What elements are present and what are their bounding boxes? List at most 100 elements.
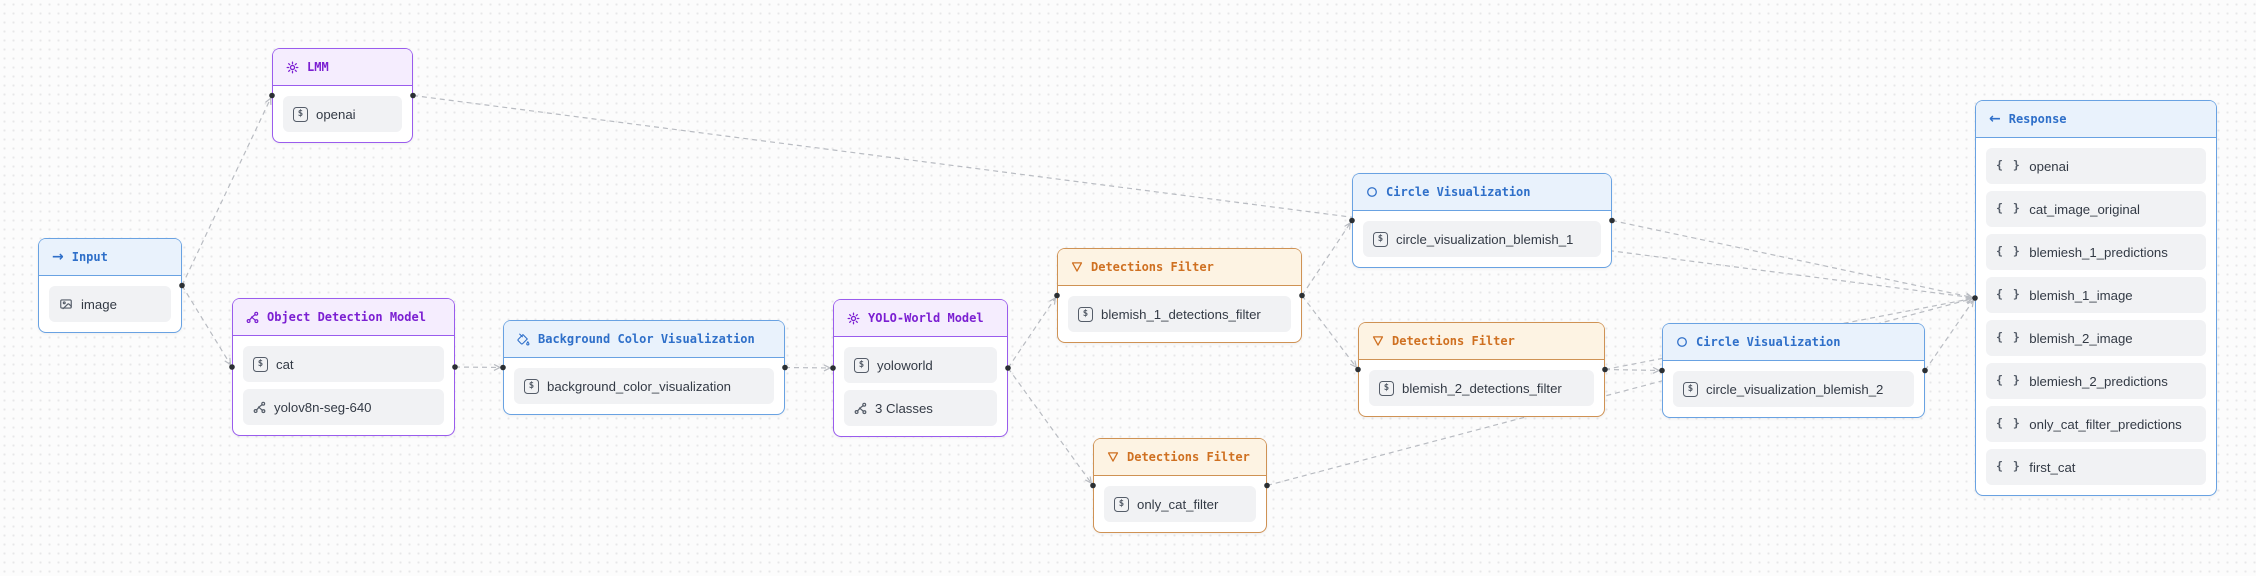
node-response[interactable]: ← Response { } openai { } cat_image_orig… [1975,100,2217,496]
item-label: blemiesh_1_predictions [2029,244,2168,260]
item-label: only_cat_filter_predictions [2029,416,2182,432]
node-df1-header: Detections Filter [1058,249,1301,286]
item-cat[interactable]: $ cat [243,346,444,382]
item-blemish-2-detections-filter[interactable]: $ blemish_2_detections_filter [1369,370,1594,406]
gear-icon [847,312,860,325]
dollar-square-icon: $ [293,106,308,122]
item-label: image [81,296,117,312]
item-label: blemish_2_detections_filter [1402,380,1562,396]
item-label: cat [276,356,294,372]
item-yoloworld[interactable]: $ yoloworld [844,347,997,383]
item-response-openai[interactable]: { } openai [1986,148,2206,184]
item-label: background_color_visualization [547,378,732,394]
node-df2-header: Detections Filter [1359,323,1604,360]
item-label: circle_visualization_blemish_1 [1396,231,1574,247]
paint-bucket-icon [517,333,530,346]
item-label: circle_visualization_blemish_2 [1706,381,1884,397]
node-title: Input [71,250,108,264]
dollar-square-icon: $ [1379,380,1394,396]
circle-icon [1366,186,1378,198]
dollar-square-icon: $ [1683,381,1698,397]
node-title: Circle Visualization [1696,335,1841,349]
molecule-icon [246,311,259,324]
node-title: YOLO-World Model [868,311,984,325]
item-response-cat-image-original[interactable]: { } cat_image_original [1986,191,2206,227]
node-yolo-world-model[interactable]: YOLO-World Model $ yoloworld 3 Classes [833,299,1008,437]
item-openai[interactable]: $ openai [283,96,402,132]
circle-icon [1676,336,1688,348]
item-response-first-cat[interactable]: { } first_cat [1986,449,2206,485]
node-title: Response [2008,112,2067,126]
node-cv2-header: Circle Visualization [1663,324,1924,361]
molecule-icon [854,402,867,415]
item-response-blemiesh-1-predictions[interactable]: { } blemiesh_1_predictions [1986,234,2206,270]
item-label: blemish_1_image [2029,287,2133,303]
node-df3-header: Detections Filter [1094,439,1266,476]
item-label: cat_image_original [2029,201,2140,217]
funnel-icon [1071,261,1083,273]
node-odm-header: Object Detection Model [233,299,454,336]
item-label: only_cat_filter [1137,496,1219,512]
node-lmm[interactable]: LMM $ openai [272,48,413,143]
funnel-icon [1372,335,1384,347]
braces-icon: { } [1996,373,2022,388]
node-title: Detections Filter [1127,450,1250,464]
node-bcv-header: Background Color Visualization [504,321,784,358]
item-response-blemish-1-image[interactable]: { } blemish_1_image [1986,277,2206,313]
arrow-right-icon: → [52,249,64,265]
item-response-blemish-2-image[interactable]: { } blemish_2_image [1986,320,2206,356]
item-label: yolov8n-seg-640 [274,399,372,415]
item-label: openai [2029,158,2069,174]
dollar-square-icon: $ [253,356,268,372]
node-circle-visualization-2[interactable]: Circle Visualization $ circle_visualizat… [1662,323,1925,418]
item-3-classes[interactable]: 3 Classes [844,390,997,426]
item-blemish-1-detections-filter[interactable]: $ blemish_1_detections_filter [1068,296,1291,332]
item-background-color-visualization[interactable]: $ background_color_visualization [514,368,774,404]
braces-icon: { } [1996,158,2022,173]
image-icon [59,297,73,311]
braces-icon: { } [1996,330,2022,345]
item-label: blemish_2_image [2029,330,2133,346]
dollar-square-icon: $ [1373,231,1388,247]
node-input-header: → Input [39,239,181,276]
item-label: yoloworld [877,357,933,373]
node-input[interactable]: → Input image [38,238,182,333]
node-background-color-visualization[interactable]: Background Color Visualization $ backgro… [503,320,785,415]
item-response-blemiesh-2-predictions[interactable]: { } blemiesh_2_predictions [1986,363,2206,399]
item-label: blemish_1_detections_filter [1101,306,1261,322]
item-circle-visualization-blemish-2[interactable]: $ circle_visualization_blemish_2 [1673,371,1914,407]
item-label: blemiesh_2_predictions [2029,373,2168,389]
item-label: 3 Classes [875,400,933,416]
item-label: first_cat [2029,459,2076,475]
dollar-square-icon: $ [854,357,869,373]
node-lmm-header: LMM [273,49,412,86]
node-title: Detections Filter [1091,260,1214,274]
braces-icon: { } [1996,459,2022,474]
node-detections-filter-2[interactable]: Detections Filter $ blemish_2_detections… [1358,322,1605,417]
item-yolov8n-seg-640[interactable]: yolov8n-seg-640 [243,389,444,425]
node-title: LMM [307,60,329,74]
item-only-cat-filter[interactable]: $ only_cat_filter [1104,486,1256,522]
arrow-left-icon: ← [1989,111,2001,127]
funnel-icon [1107,451,1119,463]
node-detections-filter-1[interactable]: Detections Filter $ blemish_1_detections… [1057,248,1302,343]
braces-icon: { } [1996,416,2022,431]
node-title: Object Detection Model [267,310,426,324]
item-label: openai [316,106,356,122]
node-title: Background Color Visualization [538,332,755,346]
node-title: Circle Visualization [1386,185,1531,199]
node-circle-visualization-1[interactable]: Circle Visualization $ circle_visualizat… [1352,173,1612,268]
node-detections-filter-3[interactable]: Detections Filter $ only_cat_filter [1093,438,1267,533]
braces-icon: { } [1996,244,2022,259]
molecule-icon [253,401,266,414]
item-circle-visualization-blemish-1[interactable]: $ circle_visualization_blemish_1 [1363,221,1601,257]
item-image[interactable]: image [49,286,171,322]
item-response-only-cat-filter-predictions[interactable]: { } only_cat_filter_predictions [1986,406,2206,442]
node-response-header: ← Response [1976,101,2216,138]
braces-icon: { } [1996,201,2022,216]
node-object-detection-model[interactable]: Object Detection Model $ cat yolov8n-seg… [232,298,455,436]
braces-icon: { } [1996,287,2022,302]
node-cv1-header: Circle Visualization [1353,174,1611,211]
dollar-square-icon: $ [1078,306,1093,322]
